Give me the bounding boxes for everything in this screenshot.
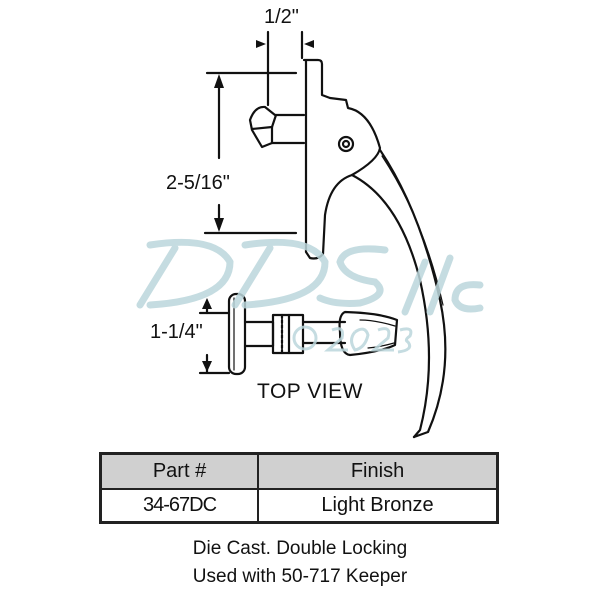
header-finish: Finish: [257, 452, 499, 490]
cell-finish: Light Bronze: [257, 488, 499, 524]
spec-table: Part # Finish 34-67DC Light Bronze: [99, 452, 499, 524]
description-line-1: Die Cast. Double Locking: [192, 538, 408, 559]
cell-part-number: 34-67DC: [99, 488, 260, 524]
dim-topview-height-label: 1-1/4": [150, 321, 203, 343]
header-part-number: Part #: [99, 452, 260, 490]
table-header-row: Part # Finish: [99, 452, 499, 490]
top-view-label: TOP VIEW: [257, 380, 363, 403]
description-line-2: Used with 50-717 Keeper: [192, 566, 408, 587]
table-row: 34-67DC Light Bronze: [99, 488, 499, 524]
dim-height-label: 2-5/16": [166, 172, 230, 194]
dim-width-label: 1/2": [264, 6, 299, 28]
